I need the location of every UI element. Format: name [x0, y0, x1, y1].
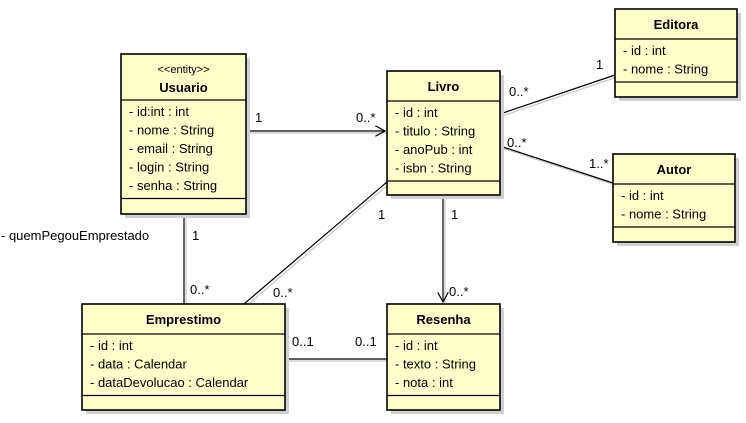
multiplicity-emprestimo-resenha-from: 0..1 — [292, 334, 314, 349]
class-attribute: - isbn : String — [395, 161, 472, 176]
class-autor[interactable]: Autor - id : int - nome : String — [612, 153, 739, 246]
class-attribute: - senha : String — [129, 178, 217, 193]
class-resenha[interactable]: Resenha - id : int - texto : String - nota … — [386, 303, 504, 414]
class-attribute: - id : int — [621, 188, 664, 203]
association-shadow — [245, 183, 390, 307]
class-attribute: - anoPub : int — [395, 142, 473, 157]
class-usuario[interactable]: <<entity>> Usuario - id:int : int - nome : … — [120, 53, 250, 218]
class-attribute: - id:int : int — [129, 104, 189, 119]
class-attribute: - data : Calendar — [90, 357, 188, 372]
class-box[interactable] — [120, 53, 247, 215]
multiplicity-livro-resenha-to: 0..* — [449, 284, 469, 299]
role-label: - quemPegouEmprestado — [1, 228, 149, 243]
association-usuario-livro — [246, 125, 387, 137]
association-line[interactable] — [499, 145, 614, 184]
multiplicity-emprestimo-resenha-to: 0..1 — [355, 334, 377, 349]
class-attribute: - nome : String — [129, 123, 214, 138]
multiplicity-livro-autor-to: 1..* — [589, 156, 609, 171]
class-attribute: - nome : String — [621, 207, 706, 222]
class-name: Usuario — [159, 80, 207, 95]
association-line[interactable] — [499, 74, 616, 115]
class-box[interactable] — [81, 303, 286, 411]
class-livro[interactable]: Livro - id : int - titulo : String - anoPub… — [386, 70, 504, 199]
class-box[interactable] — [386, 70, 501, 196]
class-attribute: - dataDevolucao : Calendar — [90, 375, 249, 390]
class-name: Resenha — [416, 312, 471, 327]
class-attribute: - nota : int — [395, 375, 453, 390]
class-name: Editora — [654, 17, 700, 32]
association-livro-resenha — [437, 195, 449, 304]
associations-layer — [183, 74, 618, 362]
class-attribute: - titulo : String — [395, 124, 475, 139]
association-emprestimo-resenha — [285, 358, 389, 362]
labels-layer: 1 0..* 0..* 1 0..* 1..* 1 0..* 1 0..* 1 0..* - quemP… — [1, 57, 609, 349]
classes-layer: <<entity>> Usuario - id:int : int - nome : … — [81, 8, 741, 414]
class-box[interactable] — [386, 303, 501, 411]
class-attribute: - id : int — [90, 338, 133, 353]
class-attribute: - login : String — [129, 160, 209, 175]
multiplicity-livro-autor-from: 0..* — [507, 135, 527, 150]
association-livro-autor — [499, 145, 616, 186]
association-usuario-emprestimo — [183, 214, 187, 306]
navigability-arrowhead — [437, 292, 449, 304]
class-name: Livro — [428, 79, 460, 94]
class-attribute: - nome : String — [623, 62, 708, 77]
multiplicity-livro-editora-from: 0..* — [509, 84, 529, 99]
association-line[interactable] — [243, 181, 388, 305]
class-name: Emprestimo — [146, 312, 221, 327]
multiplicity-usuario-emprestimo-to: 0..* — [190, 282, 210, 297]
class-attribute: - id : int — [623, 43, 666, 58]
multiplicity-usuario-livro-to: 0..* — [356, 110, 376, 125]
class-attribute: - id : int — [395, 338, 438, 353]
multiplicity-livro-resenha-from: 1 — [451, 207, 458, 222]
class-name: Autor — [657, 162, 692, 177]
association-shadow — [501, 147, 616, 186]
multiplicity-livro-emprestimo-to: 0..* — [273, 285, 293, 300]
association-shadow — [501, 76, 618, 117]
class-editora[interactable]: Editora - id : int - nome : String — [614, 8, 741, 101]
class-attribute: - id : int — [395, 105, 438, 120]
multiplicity-usuario-livro-from: 1 — [255, 110, 262, 125]
navigability-arrowhead — [375, 125, 387, 137]
association-livro-emprestimo — [243, 181, 390, 307]
class-attribute: - email : String — [129, 141, 213, 156]
class-emprestimo[interactable]: Emprestimo - id : int - data : Calendar - d… — [81, 303, 289, 414]
class-stereotype: <<entity>> — [158, 64, 210, 76]
association-livro-editora — [499, 74, 618, 117]
multiplicity-livro-emprestimo-from: 1 — [378, 207, 385, 222]
class-attribute: - texto : String — [395, 357, 476, 372]
multiplicity-livro-editora-to: 1 — [596, 57, 603, 72]
multiplicity-usuario-emprestimo-from: 1 — [192, 228, 199, 243]
